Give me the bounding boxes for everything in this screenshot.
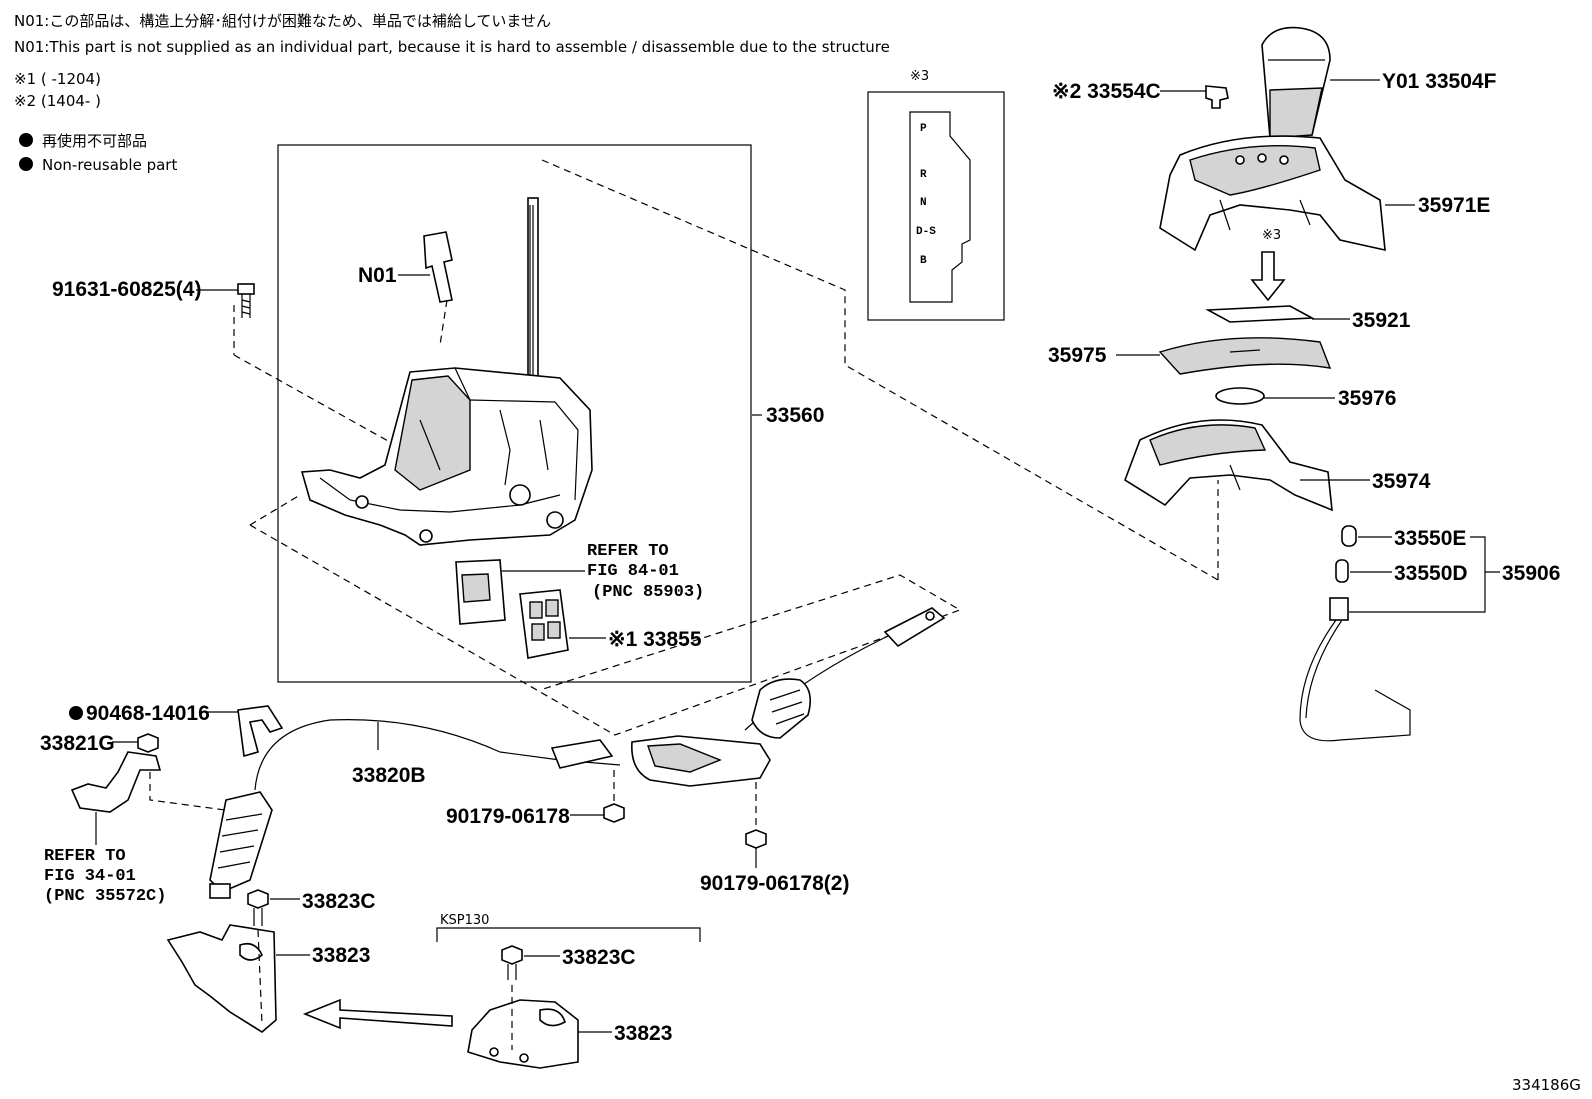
- nonreusable-dot-icon: [19, 133, 33, 147]
- slide-strip-part: [1158, 337, 1332, 375]
- label-90179-a: 90179-06178: [446, 805, 570, 828]
- nonreusable-dot-icon: [69, 706, 83, 720]
- shift-lever-rod: [527, 197, 539, 389]
- label-35971e: 35971E: [1418, 194, 1490, 217]
- down-arrow-icon: [1250, 251, 1286, 302]
- nut-90179-b-part: [745, 829, 767, 849]
- label-35974: 35974: [1372, 470, 1431, 493]
- label-35975: 35975: [1048, 344, 1107, 367]
- label-n01: N01: [358, 264, 397, 287]
- refer-84-line3: (PNC 85903): [592, 583, 704, 602]
- bolt-33823c-a-part: [247, 889, 269, 926]
- refer-34-line3: (PNC 35572C): [44, 887, 166, 906]
- label-33560: 33560: [766, 404, 824, 427]
- label-90468: 90468-14016: [86, 702, 210, 725]
- guide-line: [149, 772, 226, 811]
- cap-33554c-part: [1205, 85, 1229, 109]
- nonreusable-dot-icon: [19, 157, 33, 171]
- guide-line: [249, 524, 962, 736]
- shift-gate-diagram: ※3 P R N D-S B: [867, 69, 1005, 321]
- bolt-91631-part: [237, 283, 255, 318]
- bracket-34-01-part: [70, 751, 162, 813]
- refer-34-line1: REFER TO: [44, 847, 126, 866]
- shift-knob-part: [1261, 26, 1331, 139]
- label-33554c: ※2 33554C: [1052, 80, 1161, 103]
- lower-cover-part: [1124, 419, 1333, 512]
- drawing-number: 334186G: [1512, 1076, 1581, 1094]
- leader-bracket: [1349, 536, 1500, 613]
- label-35906: 35906: [1502, 562, 1560, 585]
- switch-33855-part: [519, 589, 569, 659]
- note-n01-en: N01:This part is not supplied as an indi…: [14, 38, 890, 56]
- connector-85903-part: [455, 559, 506, 625]
- label-y01-33504f: Y01 33504F: [1382, 70, 1497, 93]
- bulb-33550e-part: [1341, 525, 1357, 547]
- label-33823c-a: 33823C: [302, 890, 376, 913]
- shift-lever-base-part: [300, 367, 593, 546]
- label-33820b: 33820B: [352, 764, 426, 787]
- gate-letter-b: B: [920, 255, 927, 267]
- refer-84-line1: REFER TO: [587, 542, 669, 561]
- clip-90468-part: [237, 705, 284, 758]
- label-33823-a: 33823: [312, 944, 370, 967]
- label-33823-b: 33823: [614, 1022, 672, 1045]
- note-nonreusable-en: Non-reusable part: [42, 156, 177, 174]
- left-arrow-icon: [302, 998, 453, 1030]
- label-ksp130: KSP130: [440, 913, 489, 928]
- disc-35976-part: [1215, 387, 1265, 405]
- gate-letter-p: P: [920, 123, 927, 135]
- indicator-housing-part: [1159, 135, 1386, 252]
- label-mark3: ※3: [1262, 228, 1281, 243]
- bracket-33823-a-part: [166, 924, 277, 1033]
- label-90179-b: 90179-06178(2): [700, 872, 849, 895]
- gate-title: ※3: [910, 69, 929, 84]
- gate-letter-ds: D-S: [916, 226, 936, 238]
- nut-33821g-part: [137, 733, 159, 753]
- ksp130-group: [436, 927, 701, 942]
- guide-line: [249, 494, 301, 526]
- control-cable-part: [209, 607, 946, 899]
- label-33821g: 33821G: [40, 732, 115, 755]
- guide-line: [541, 159, 1219, 581]
- label-33550e: 33550E: [1394, 527, 1466, 550]
- note-mark1: ※1 ( -1204): [14, 70, 101, 88]
- bracket-33823-b-part: [467, 985, 579, 1069]
- refer-34-line2: FIG 34-01: [44, 867, 136, 886]
- note-n01-jp: N01:この部品は、構造上分解･組付けが困難なため、単品では補給していません: [14, 12, 551, 30]
- label-33550d: 33550D: [1394, 562, 1468, 585]
- gate-letter-r: R: [920, 169, 927, 181]
- label-35921: 35921: [1352, 309, 1411, 332]
- n01-clip-part: [423, 231, 453, 346]
- refer-84-line2: FIG 84-01: [587, 562, 679, 581]
- label-33823c-b: 33823C: [562, 946, 636, 969]
- bulb-socket-harness-part: [1299, 597, 1411, 742]
- note-nonreusable-jp: 再使用不可部品: [42, 132, 147, 150]
- assembly-frame: [277, 144, 752, 683]
- label-35976: 35976: [1338, 387, 1396, 410]
- label-33855: ※1 33855: [608, 628, 702, 651]
- bolt-33823c-b-part: [501, 945, 523, 980]
- plate-35921-part: [1205, 305, 1315, 323]
- note-mark2: ※2 (1404- ): [14, 92, 101, 110]
- gate-letter-n: N: [920, 197, 927, 209]
- nut-90179-a-part: [603, 803, 625, 823]
- label-91631: 91631-60825(4): [52, 278, 201, 301]
- bulb-33550d-part: [1335, 559, 1349, 583]
